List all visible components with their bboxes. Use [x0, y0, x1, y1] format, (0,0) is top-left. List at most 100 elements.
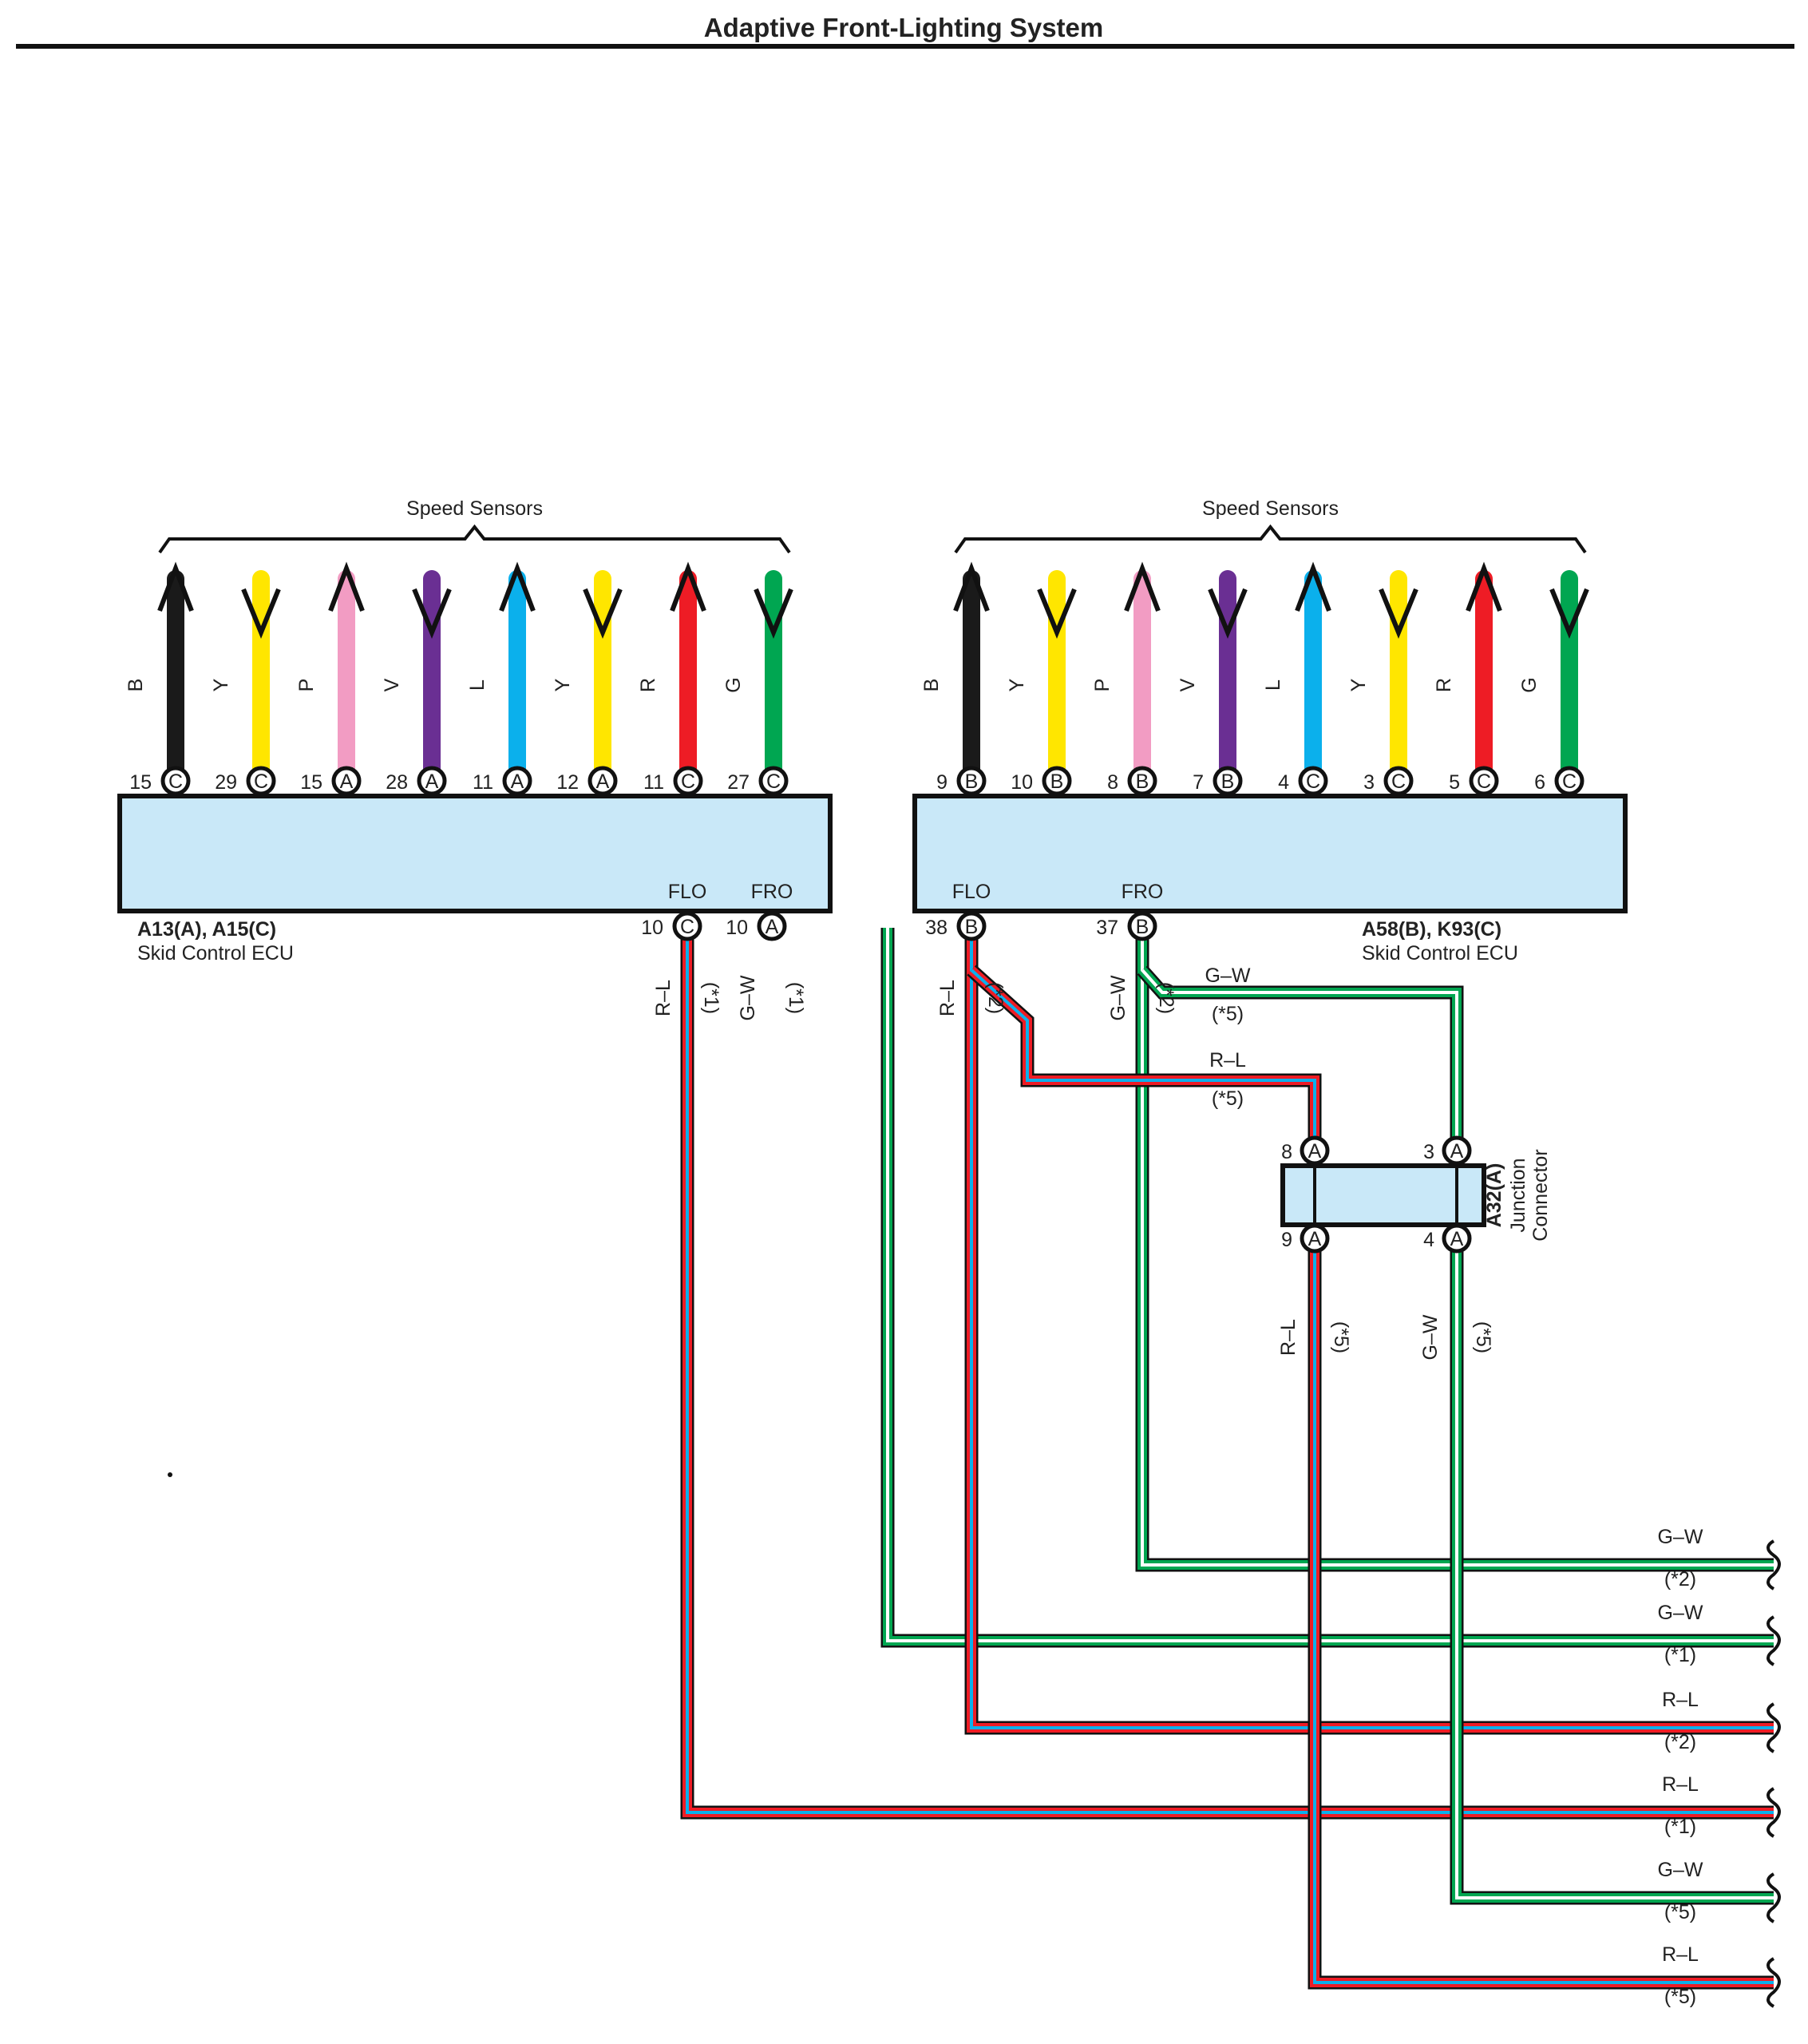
- left_ecu-wire-color-6: R: [637, 678, 659, 692]
- left_ecu-desc: Skid Control ECU: [137, 942, 294, 965]
- junction-name: A32(A): [1483, 1163, 1505, 1228]
- right_ecu-group-label: Speed Sensors: [1202, 497, 1339, 520]
- labels-layer: R–L(*1)G–W(*1)R–L(*2)G–W(*2)G–W(*5)R–L(*…: [652, 965, 1703, 2008]
- junction-rl-wire: R–L: [1277, 1319, 1300, 1356]
- branch-gw-wire: G–W: [1205, 965, 1251, 987]
- left_ecu-wire-color-3: V: [381, 678, 403, 691]
- right_ecu-pin-1-letter: B: [1050, 770, 1064, 793]
- left_ecu-wire-color-1: Y: [210, 678, 232, 691]
- right_ecu-pin-7-letter: C: [1562, 770, 1577, 793]
- left_ecu-arrow-in-1: [241, 588, 281, 639]
- junction-gw-wire: G–W: [1419, 1314, 1442, 1360]
- right_ecu-pin-4-letter: C: [1306, 770, 1320, 793]
- left_ecu-pin-6-letter: C: [681, 770, 695, 793]
- right_ecu-sensor-wire-4: [1295, 561, 1331, 790]
- left_ecu-pin-num-2: 15: [300, 771, 322, 794]
- right_ecu-desc: Skid Control ECU: [1362, 942, 1518, 965]
- wire-gw-left-fro: [880, 928, 1774, 1648]
- left_ecu-pin-num-1: 29: [215, 771, 237, 794]
- left_ecu-sensor-wire-1: [241, 570, 281, 790]
- wires-layer: [680, 928, 1774, 1990]
- term-squiggle-4: [1766, 1872, 1781, 1923]
- left_ecu-out-wire-1: G–W: [737, 975, 759, 1020]
- right_ecu-out-pin-0: [956, 911, 987, 941]
- left_ecu-out-note-1: (*1): [785, 982, 807, 1014]
- right_ecu-brace: [954, 524, 1587, 554]
- right_ecu-pin-num-6: 5: [1449, 771, 1460, 794]
- right_ecu-arrow-out-6: [1466, 561, 1502, 612]
- junction-gw-note: (*5): [1472, 1321, 1494, 1353]
- junction-pin-3: [1442, 1223, 1472, 1254]
- left_ecu-arrow-in-5: [583, 588, 623, 639]
- wire-rl-branch: [967, 965, 1322, 1151]
- right_ecu-wire-color-4: L: [1262, 679, 1284, 691]
- wire-rl-right-flo: [964, 928, 1774, 1735]
- junction-pin-num-0: 8: [1281, 1141, 1292, 1163]
- wire-rl-junction-stripe: [1313, 1239, 1774, 1984]
- term-wire-0: G–W: [1658, 1526, 1703, 1548]
- wire-rl-left-flo: [680, 928, 1774, 1820]
- left_ecu-out-pin-num-1: 10: [726, 917, 748, 939]
- left_ecu-sensor-wire-7: [754, 570, 793, 790]
- junction-pin-num-3: 4: [1423, 1229, 1434, 1251]
- right_ecu-out-pin-num-1: 37: [1096, 917, 1118, 939]
- right_ecu-pin-num-4: 4: [1278, 771, 1289, 794]
- term-squiggle-2: [1766, 1702, 1781, 1753]
- right_ecu-pin-6-letter: C: [1477, 770, 1491, 793]
- right_ecu-arrow-in-5: [1379, 588, 1418, 639]
- wire-gw-junction-stripe: [1455, 1239, 1774, 1899]
- wire-gw-right-fro: [1135, 928, 1774, 1572]
- term-wire-5: R–L: [1662, 1943, 1699, 1966]
- left_ecu-arrow-out-2: [328, 561, 365, 612]
- left_ecu-wire-color-4: L: [466, 679, 489, 691]
- wire-rl-left-flo-stripe: [686, 928, 1774, 1814]
- left_ecu-pin-num-7: 27: [727, 771, 750, 794]
- right_ecu-out-pin-num-0: 38: [925, 917, 948, 939]
- right_ecu-sensor-wire-1: [1037, 570, 1077, 790]
- term-wire-2: R–L: [1662, 1689, 1699, 1711]
- right_ecu-out-pin-1: [1127, 911, 1157, 941]
- left_ecu-pin-1-letter: C: [254, 770, 268, 793]
- junction-pin-1: [1442, 1135, 1472, 1166]
- left_ecu-out-pin-0: [672, 911, 702, 941]
- right_ecu-pin-num-5: 3: [1363, 771, 1375, 794]
- junction-pin-1-letter: A: [1450, 1140, 1464, 1163]
- right_ecu-out-pin-0-letter: B: [965, 916, 979, 938]
- left_ecu-sensor-wire-4: [499, 561, 536, 790]
- left_ecu-pin-2-letter: A: [340, 770, 354, 793]
- junction-pin-2: [1300, 1223, 1330, 1254]
- left_ecu-pin-3-letter: A: [425, 770, 439, 793]
- left_ecu-out-pin-num-0: 10: [641, 917, 663, 939]
- branch-gw-note: (*5): [1212, 1003, 1244, 1025]
- right_ecu-wire-color-7: G: [1518, 677, 1541, 692]
- right_ecu-name: A58(B), K93(C): [1362, 918, 1501, 941]
- junction-pin-num-1: 3: [1423, 1141, 1434, 1163]
- term-squiggle-5: [1766, 1957, 1781, 2008]
- right_ecu-sensor-wire-7: [1549, 570, 1589, 790]
- junction-pin-3-letter: A: [1450, 1228, 1464, 1250]
- left_ecu-arrow-in-3: [412, 588, 452, 639]
- left_ecu-arrow-out-0: [157, 561, 194, 612]
- junction-pin-0-letter: A: [1308, 1140, 1322, 1163]
- branch-rl-wire: R–L: [1209, 1049, 1246, 1072]
- wire-gw-branch-stripe: [1141, 969, 1458, 1151]
- left_ecu-out-pin-0-letter: C: [680, 916, 694, 938]
- wire-gw-right-fro-stripe: [1141, 928, 1774, 1567]
- stray-dot: [168, 1472, 172, 1477]
- diagram-title: Adaptive Front-Lighting System: [704, 13, 1104, 42]
- right_ecu-out-note-1: (*2): [1155, 982, 1177, 1014]
- left_ecu-pin-7-letter: C: [766, 770, 781, 793]
- term-squiggle-1: [1766, 1615, 1781, 1666]
- left_ecu-pin-0-letter: C: [168, 770, 183, 793]
- junction-pin-num-2: 9: [1281, 1229, 1292, 1251]
- left_ecu-out-pin-1-letter: A: [766, 916, 779, 938]
- left_ecu-wire-color-5: Y: [552, 678, 574, 691]
- wire-rl-junction-outline: [1308, 1239, 1774, 1990]
- right_ecu-pin-num-1: 10: [1011, 771, 1033, 794]
- right_ecu-wire-color-0: B: [920, 679, 943, 692]
- left_ecu-out-note-0: (*1): [700, 982, 722, 1014]
- wire-rl-branch-stripe: [970, 969, 1316, 1151]
- term-wire-4: G–W: [1658, 1859, 1703, 1881]
- right_ecu-wire-color-5: Y: [1347, 678, 1370, 691]
- left_ecu-sensor-wire-2: [328, 561, 365, 790]
